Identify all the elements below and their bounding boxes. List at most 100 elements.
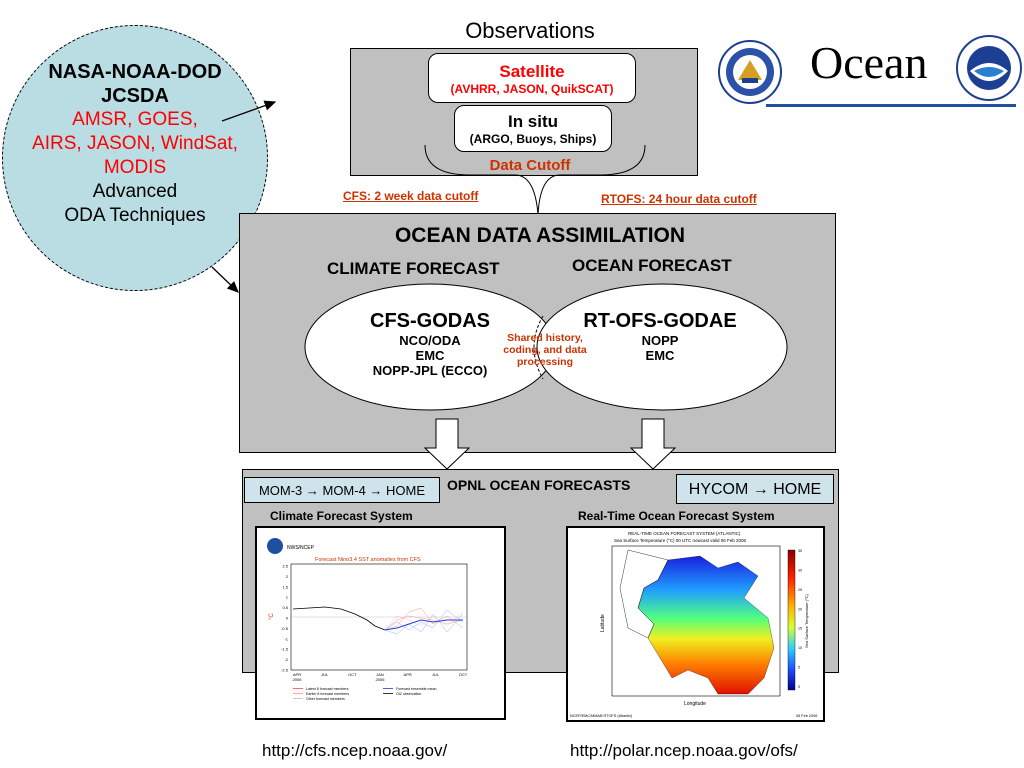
insitu-box: In situ (ARGO, Buoys, Ships) [454, 105, 612, 152]
rtofs-footer-right: 06 Feb 2006 [796, 714, 817, 718]
cfs-plot-title: Forecast Nino3.4 SST anomalies from CFS [315, 557, 421, 563]
rtofs-thumbnail[interactable]: REAL-TIME OCEAN FORECAST SYSTEM (ATLANTI… [566, 526, 825, 722]
cfs-godas-line3: NOPP-JPL (ECCO) [372, 363, 488, 378]
rtofs-label: Real-Time Ocean Forecast System [578, 509, 775, 523]
down-arrow-right-icon [630, 418, 676, 470]
cfs-y-unit: °C [269, 613, 275, 620]
cfs-y-ticks: 2.5 2 1.5 1 0.5 0 -0.5 -1 -1.5 -2 -2.5 [281, 564, 289, 673]
jcsda-line5: ODA Techniques [64, 205, 206, 226]
cfs-noaa-mini-logo-icon [267, 538, 283, 554]
commerce-seal-icon [718, 40, 782, 104]
cfs-legend-entry: Latest 8 forecast members [306, 687, 349, 691]
cfs-legend-entry: Earlier 8 forecast members [306, 692, 349, 696]
cfs-y-tick: -1.5 [281, 647, 289, 652]
rtofs-colorbar-tick: 30 [798, 568, 802, 572]
ocean-title: Ocean [810, 37, 928, 88]
cfs-godas-line2: EMC [415, 348, 445, 363]
rtofs-colorbar-tick: 15 [798, 627, 802, 631]
ocean-forecast-label: OCEAN FORECAST [572, 256, 732, 275]
cfs-thumbnail[interactable]: NWS/NCEP Forecast Nino3.4 SST anomalies … [255, 526, 506, 720]
hycom-tag: HYCOM → HOME [676, 474, 834, 504]
jcsda-title-line2: JCSDA [101, 85, 169, 107]
down-arrow-left-icon [424, 418, 470, 470]
rt-ofs-godae-line1: NOPP [641, 333, 679, 348]
jcsda-line4: Advanced [92, 181, 178, 202]
rtofs-colorbar-label: Sea Surface Temperature (°C) [804, 594, 809, 648]
jcsda-arrows [211, 100, 277, 293]
rtofs-colorbar-ticks: 35 30 25 20 15 10 5 0 [798, 549, 802, 689]
cutoff-brace [424, 144, 646, 216]
rt-ofs-godae-ellipse-text: RT-OFS-GODAE NOPP EMC [570, 310, 750, 363]
cfs-observation-line [292, 606, 386, 631]
cfs-y-tick: -1 [284, 636, 288, 641]
cfs-godas-title: CFS-GODAS [370, 310, 490, 332]
satellite-box: Satellite (AVHRR, JASON, QuikSCAT) [428, 53, 636, 103]
cfs-y-tick: -0.5 [281, 626, 289, 631]
jcsda-text: NASA-NOAA-DOD JCSDA AMSR, GOES, AIRS, JA… [2, 60, 268, 228]
jcsda-circle [2, 25, 268, 291]
cfs-legend-entry: Other forecast members [306, 697, 345, 701]
insitu-title: In situ [507, 112, 559, 131]
ofs-url-link[interactable]: http://polar.ncep.noaa.gov/ofs/ [570, 741, 798, 760]
rtofs-x-axis-label: Longitude [684, 701, 706, 707]
rtofs-title: REAL-TIME OCEAN FORECAST SYSTEM (ATLANTI… [628, 531, 741, 536]
cfs-y-tick: 0.5 [282, 605, 288, 610]
climate-forecast-label: CLIMATE FORECAST [327, 259, 500, 278]
data-cutoff-label: Data Cutoff [489, 157, 571, 174]
cfs-x-tick: APR [404, 672, 412, 677]
satellite-title: Satellite [499, 62, 565, 81]
header-rule [766, 104, 1016, 107]
cfs-label: Climate Forecast System [270, 509, 413, 523]
rtofs-colorbar-tick: 35 [798, 549, 802, 553]
cfs-cutoff-label: CFS: 2 week data cutoff [343, 189, 479, 203]
jcsda-sensors-line2: AIRS, JASON, WindSat, [32, 133, 238, 154]
rtofs-colorbar [787, 549, 796, 691]
rt-ofs-godae-title: RT-OFS-GODAE [583, 310, 737, 332]
cfs-x-tick: JAN [376, 672, 384, 677]
cfs-y-tick: 0 [286, 616, 289, 621]
mom-tag: MOM-3 → MOM-4 → HOME [244, 477, 440, 503]
shared-history-note: Shared history, coding, and data process… [503, 332, 587, 368]
cfs-y-tick: 1 [286, 595, 289, 600]
cfs-x-tick: APR [293, 672, 301, 677]
cfs-y-tick: 2.5 [282, 564, 288, 569]
rtofs-colorbar-tick: 5 [798, 666, 800, 670]
cfs-x-tick: JUL [432, 672, 440, 677]
cfs-x-tick: 2005 [293, 677, 303, 682]
rtofs-colorbar-tick: 10 [798, 646, 802, 650]
jcsda-title-line1: NASA-NOAA-DOD [48, 61, 222, 83]
rtofs-colorbar-tick: 20 [798, 607, 802, 611]
cfs-godas-ellipse-text: CFS-GODAS NCO/ODA EMC NOPP-JPL (ECCO) [345, 310, 515, 378]
cfs-godas-line1: NCO/ODA [399, 333, 461, 348]
jcsda-sensors-line3: MODIS [103, 157, 167, 178]
cfs-url-link[interactable]: http://cfs.ncep.noaa.gov/ [262, 741, 448, 760]
cfs-x-tick: JUL [321, 672, 329, 677]
cfs-y-tick: 1.5 [282, 584, 288, 589]
cfs-y-tick: -2.5 [281, 668, 289, 673]
cfs-legend-entry: Forecast ensemble mean [396, 687, 437, 691]
rt-ofs-godae-line2: EMC [645, 348, 675, 363]
jcsda-sensors-line1: AMSR, GOES, [72, 109, 198, 130]
forecasts-title: OPNL OCEAN FORECASTS [447, 477, 631, 493]
assimilation-title: OCEAN DATA ASSIMILATION [394, 224, 686, 247]
satellite-sources: (AVHRR, JASON, QuikSCAT) [450, 82, 614, 96]
cfs-legend-entry: OI2 observation [396, 692, 421, 696]
cfs-ensemble-mean-line [384, 619, 463, 631]
cfs-y-tick: 2 [286, 574, 289, 579]
rtofs-y-axis-label: Latitude [600, 614, 606, 632]
cfs-nino-plot: NWS/NCEP Forecast Nino3.4 SST anomalies … [267, 538, 468, 701]
observations-label: Observations [465, 18, 595, 43]
assimilation-ellipses [304, 283, 788, 411]
cfs-y-tick: -2 [284, 657, 288, 662]
cfs-x-tick: 2006 [376, 677, 386, 682]
cfs-x-tick: OCT [348, 672, 357, 677]
rtofs-footer-left: NCEP/EMC/MMAB RTOFS (Atlantic) [570, 714, 633, 718]
rtofs-subtitle: Sea Surface Temperature (°C) 00 UTC nowc… [614, 538, 747, 543]
rtofs-sst-map: REAL-TIME OCEAN FORECAST SYSTEM (ATLANTI… [570, 531, 817, 718]
rtofs-colorbar-tick: 0 [798, 685, 800, 689]
insitu-sources: (ARGO, Buoys, Ships) [469, 132, 597, 146]
cfs-org-text: NWS/NCEP [287, 545, 315, 551]
rtofs-colorbar-tick: 25 [798, 588, 802, 592]
